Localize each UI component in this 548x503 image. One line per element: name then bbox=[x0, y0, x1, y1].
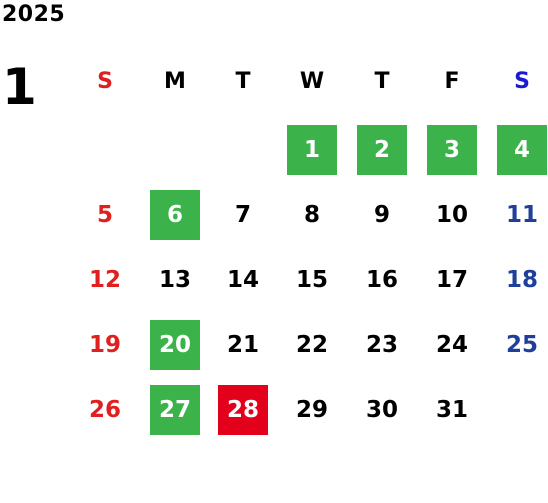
day-cell-7[interactable]: 7 bbox=[234, 202, 251, 228]
day-cell-12[interactable]: 12 bbox=[88, 267, 121, 293]
weekday-header-mon: M bbox=[164, 68, 186, 94]
day-cell-25[interactable]: 25 bbox=[505, 332, 538, 358]
day-cell-8[interactable]: 8 bbox=[303, 202, 320, 228]
day-cell-23[interactable]: 23 bbox=[365, 332, 398, 358]
weekday-header-fri: F bbox=[444, 68, 460, 94]
day-cell-19[interactable]: 19 bbox=[88, 332, 121, 358]
weekday-header-sun: S bbox=[97, 68, 113, 94]
day-cell-24[interactable]: 24 bbox=[435, 332, 468, 358]
day-cell-5[interactable]: 5 bbox=[96, 202, 113, 228]
day-cell-22[interactable]: 22 bbox=[295, 332, 328, 358]
weekday-header-thu: T bbox=[374, 68, 390, 94]
day-cell-17[interactable]: 17 bbox=[435, 267, 468, 293]
day-cell-9[interactable]: 9 bbox=[373, 202, 390, 228]
day-cell-27[interactable]: 27 bbox=[150, 385, 200, 435]
day-cell-30[interactable]: 30 bbox=[365, 397, 398, 423]
day-cell-6[interactable]: 6 bbox=[150, 190, 200, 240]
weekday-header-wed: W bbox=[299, 68, 325, 94]
day-cell-13[interactable]: 13 bbox=[158, 267, 191, 293]
weekday-header-sat: S bbox=[514, 68, 530, 94]
day-cell-20[interactable]: 20 bbox=[150, 320, 200, 370]
day-cell-26[interactable]: 26 bbox=[88, 397, 121, 423]
month-label: 1 bbox=[2, 58, 37, 116]
day-cell-14[interactable]: 14 bbox=[226, 267, 259, 293]
day-cell-18[interactable]: 18 bbox=[505, 267, 538, 293]
day-cell-2[interactable]: 2 bbox=[357, 125, 407, 175]
day-cell-11[interactable]: 11 bbox=[505, 202, 538, 228]
day-cell-1[interactable]: 1 bbox=[287, 125, 337, 175]
day-cell-21[interactable]: 21 bbox=[226, 332, 259, 358]
day-cell-10[interactable]: 10 bbox=[435, 202, 468, 228]
day-cell-16[interactable]: 16 bbox=[365, 267, 398, 293]
day-cell-31[interactable]: 31 bbox=[435, 397, 468, 423]
day-cell-28[interactable]: 28 bbox=[218, 385, 268, 435]
day-cell-4[interactable]: 4 bbox=[497, 125, 547, 175]
day-cell-3[interactable]: 3 bbox=[427, 125, 477, 175]
weekday-header-tue: T bbox=[235, 68, 251, 94]
day-cell-29[interactable]: 29 bbox=[295, 397, 328, 423]
year-label: 2025 bbox=[2, 2, 66, 27]
day-cell-15[interactable]: 15 bbox=[295, 267, 328, 293]
